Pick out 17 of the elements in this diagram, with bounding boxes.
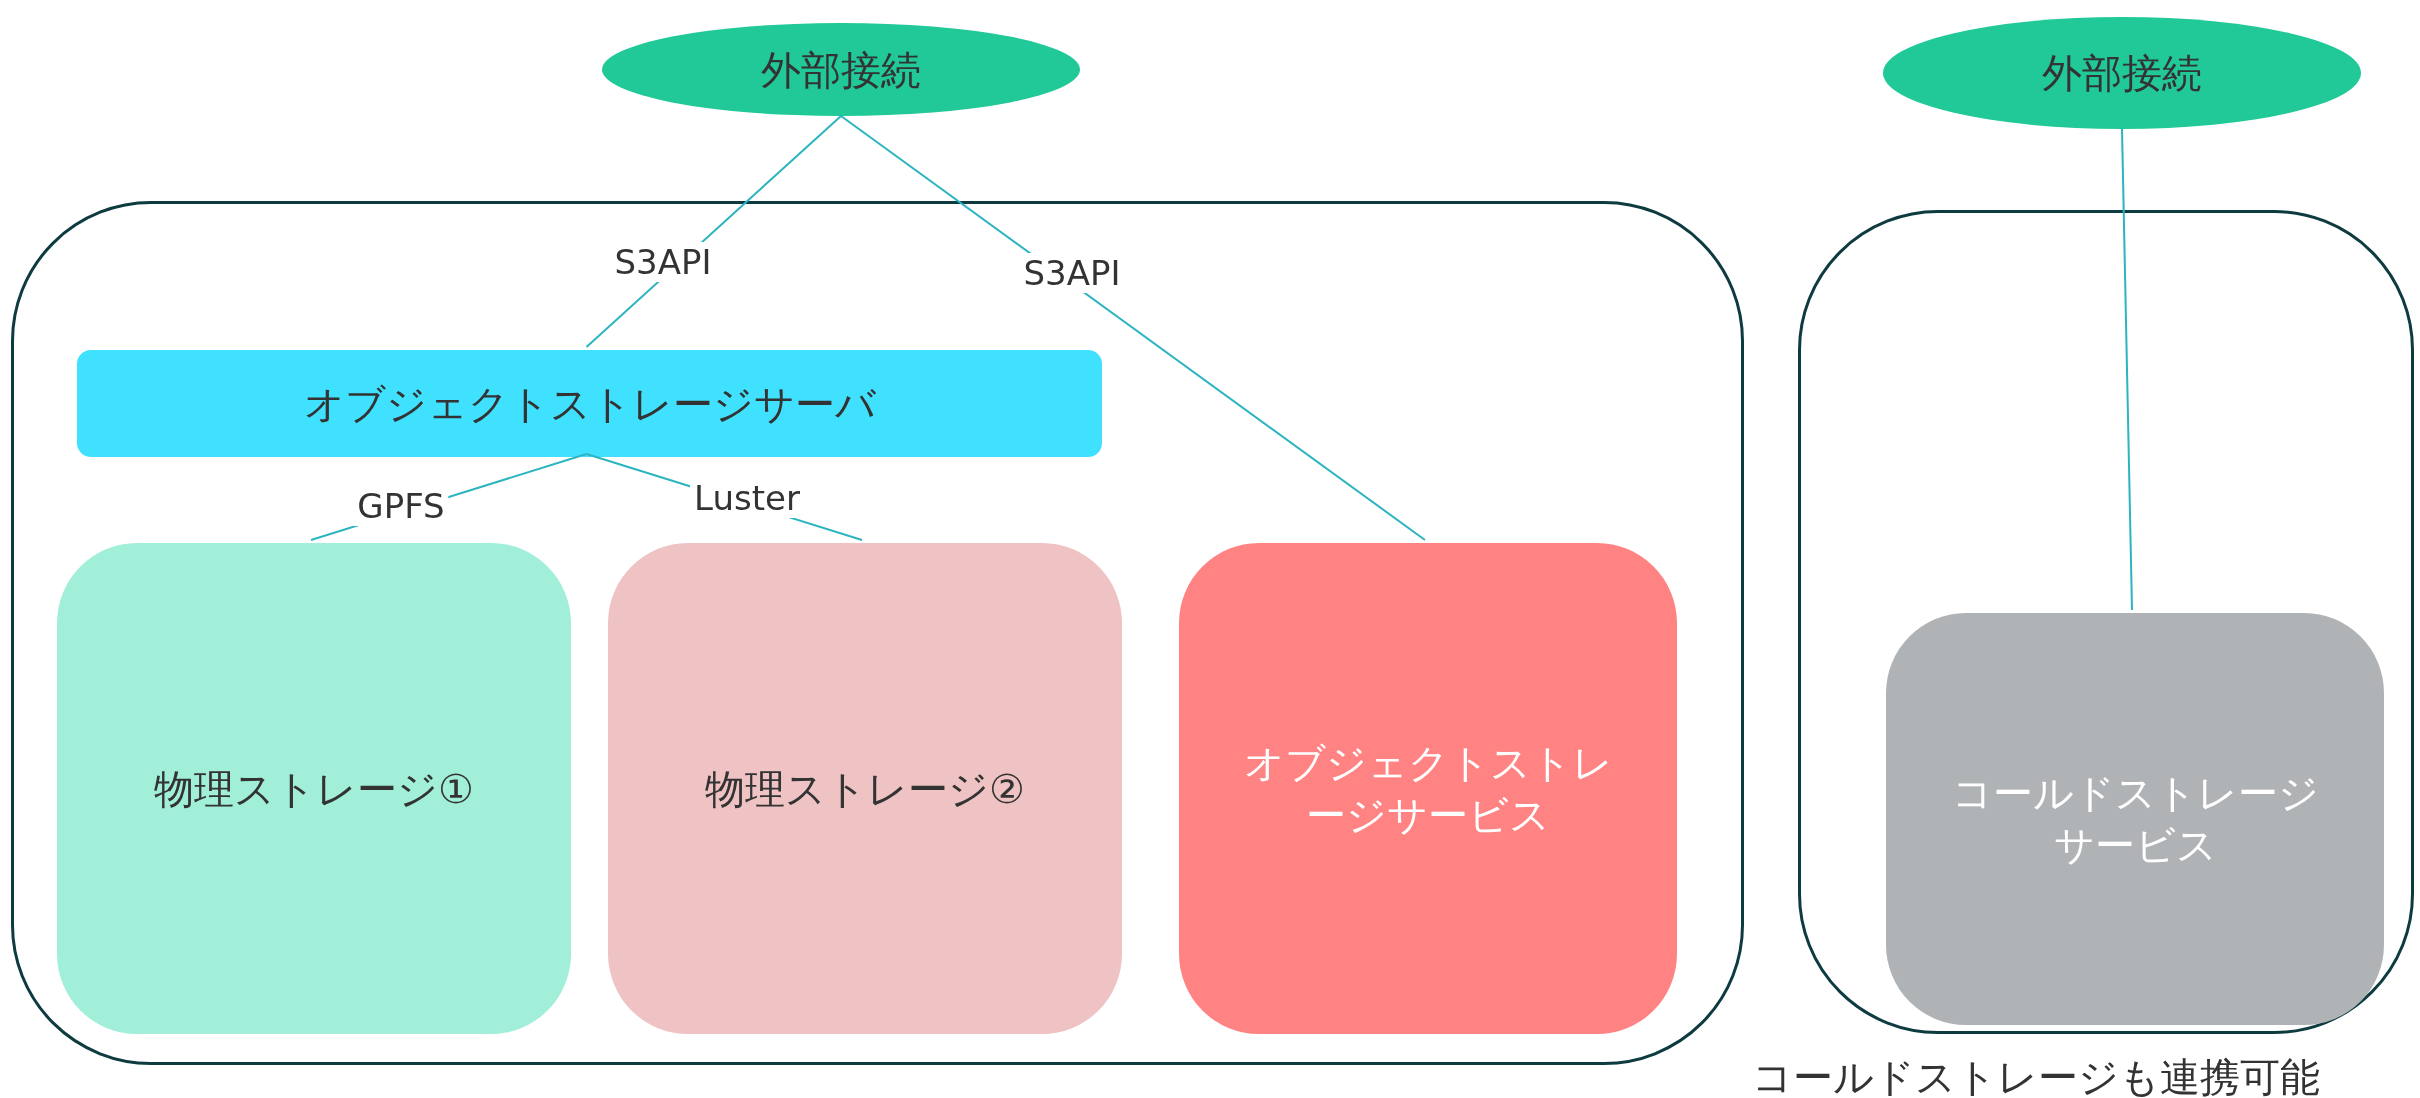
storage-box [57,543,571,1034]
node-label: 外部接続 [761,45,921,95]
node-label: 物理ストレージ② [705,764,1025,814]
node-label: 物理ストレージ① [154,764,474,814]
note-text: コールドストレージも連携可能 [1752,1053,2320,1098]
server-bar [77,350,1102,457]
node-label: コールドストレージサービス [1950,769,2320,870]
connector-line [2121,128,2133,611]
service-box [1886,613,2384,1025]
storage-box [608,543,1122,1034]
node-label: オブジェクトストレージサービス [1242,738,1614,840]
node-label: 外部接続 [2042,49,2202,98]
group-container [11,201,1744,1065]
connector-line [840,115,1426,541]
service-box [1179,543,1677,1034]
node-label: オブジェクトストレージサーバ [303,379,876,429]
group-container [1798,210,2414,1034]
